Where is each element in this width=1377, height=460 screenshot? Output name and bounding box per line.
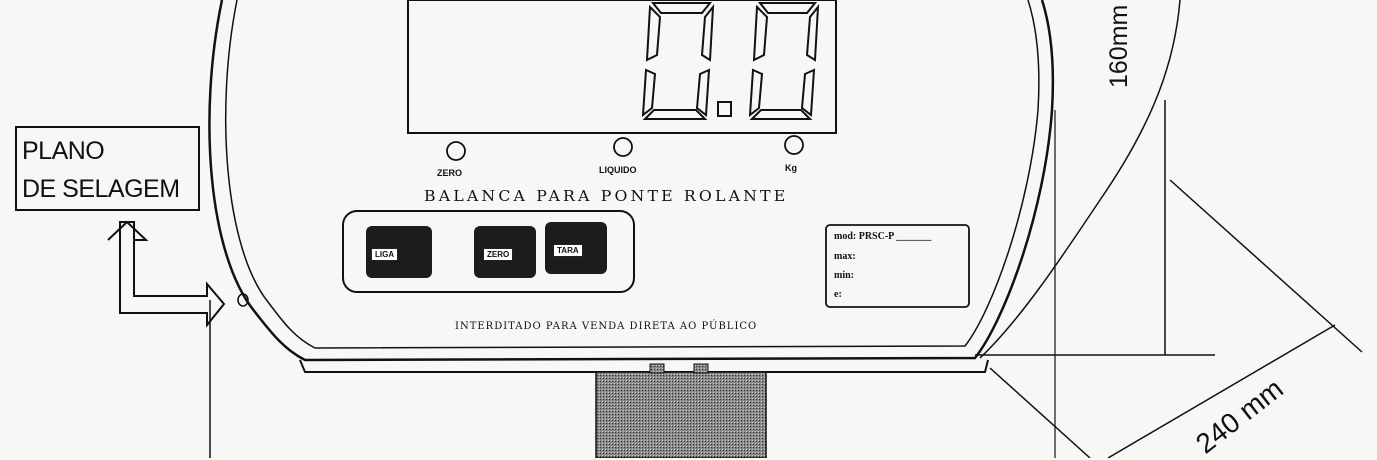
liga-button-body <box>366 226 432 278</box>
model-plate-box <box>825 224 970 308</box>
mounting-bracket <box>595 371 767 458</box>
bracket-tab-left <box>649 363 665 374</box>
plate-e: e: <box>834 289 842 300</box>
tara-button[interactable]: TARA <box>553 244 583 257</box>
width-dimension-end-line <box>1169 179 1363 353</box>
footer-warning: INTERDITADO PARA VENDA DIRETA AO PÚBLICO <box>455 321 758 332</box>
side-profile-arc <box>979 0 1181 359</box>
zero-button[interactable]: ZERO <box>483 248 514 261</box>
seal-arrow-head-icon <box>107 220 149 241</box>
seal-label-line1: PLANO <box>22 137 105 165</box>
liga-button[interactable]: LIGA <box>371 248 399 261</box>
seal-label-box <box>15 126 200 211</box>
liquido-indicator-icon <box>613 137 633 157</box>
housing-outline <box>208 0 1055 362</box>
display-digit-zero <box>641 2 715 120</box>
width-dimension-start-line <box>989 367 1091 458</box>
plate-model: mod: PRSC-P _______ <box>834 231 932 242</box>
display-digit-zero-2 <box>748 2 820 120</box>
keypad-panel <box>342 210 635 293</box>
kg-indicator-icon <box>784 135 804 155</box>
liquido-indicator-label: LIQUIDO <box>599 165 637 175</box>
scale-title: BALANCA PARA PONTE ROLANTE <box>424 187 789 205</box>
kg-indicator-label: Kg <box>785 163 797 173</box>
zero-indicator-icon <box>446 141 466 161</box>
display-window <box>407 0 837 134</box>
plate-min: min: <box>834 270 854 281</box>
zero-indicator-label: ZERO <box>437 168 463 178</box>
width-dimension-line <box>1107 324 1336 458</box>
height-dimension-label: 160mm <box>1105 4 1133 88</box>
housing-base <box>299 359 989 373</box>
housing-inner-outline <box>224 0 1040 349</box>
seal-arrow-icon <box>119 221 226 328</box>
plate-max: max: <box>834 251 856 262</box>
seal-label-line2: DE SELAGEM <box>22 175 180 203</box>
display-decimal-point <box>717 101 732 117</box>
bracket-tab-right <box>693 363 709 374</box>
